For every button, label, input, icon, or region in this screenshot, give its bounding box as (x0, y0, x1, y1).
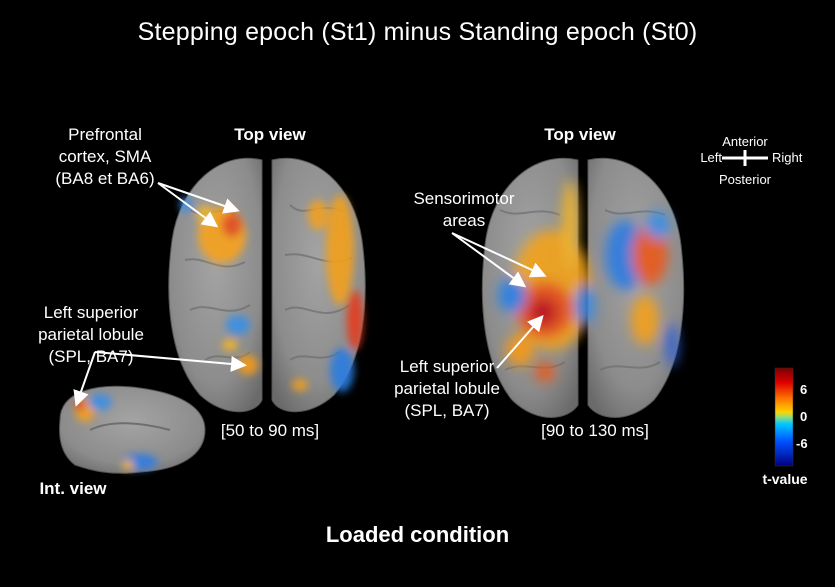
colorbar (774, 367, 794, 467)
brain-top-view-2 (481, 157, 685, 418)
annotation-sensorimotor: Sensorimotor areas (413, 189, 515, 230)
time-window-2: [90 to 130 ms] (541, 421, 649, 440)
figure-title: Stepping epoch (St1) minus Standing epoc… (137, 18, 698, 46)
brain-top-view-1 (168, 157, 366, 413)
orientation-right: Right (772, 150, 803, 165)
colorbar-tick: -6 (796, 436, 808, 451)
colorbar-tick: 6 (800, 382, 808, 397)
colorbar-tick: 0 (800, 409, 808, 424)
condition-label: Loaded condition (325, 522, 510, 547)
time-window-1: [50 to 90 ms] (220, 421, 320, 440)
int-view-label: Int. view (39, 479, 107, 498)
annotation-arrows (73, 182, 547, 407)
orientation-cross (722, 150, 768, 166)
annotation-spl-left: Left superior parietal lobule (SPL, BA7) (38, 303, 144, 366)
orientation-posterior: Posterior (718, 172, 772, 187)
annotation-spl-right: Left superior parietal lobule (SPL, BA7) (394, 357, 500, 420)
top-view-label-2: Top view (544, 125, 616, 144)
orientation-left: Left (700, 150, 722, 165)
colorbar-label: t-value (762, 471, 808, 487)
brain-int-view (59, 385, 206, 474)
annotation-prefrontal: Prefrontal cortex, SMA (BA8 et BA6) (55, 125, 155, 188)
top-view-label-1: Top view (234, 125, 306, 144)
orientation-anterior: Anterior (722, 134, 768, 149)
